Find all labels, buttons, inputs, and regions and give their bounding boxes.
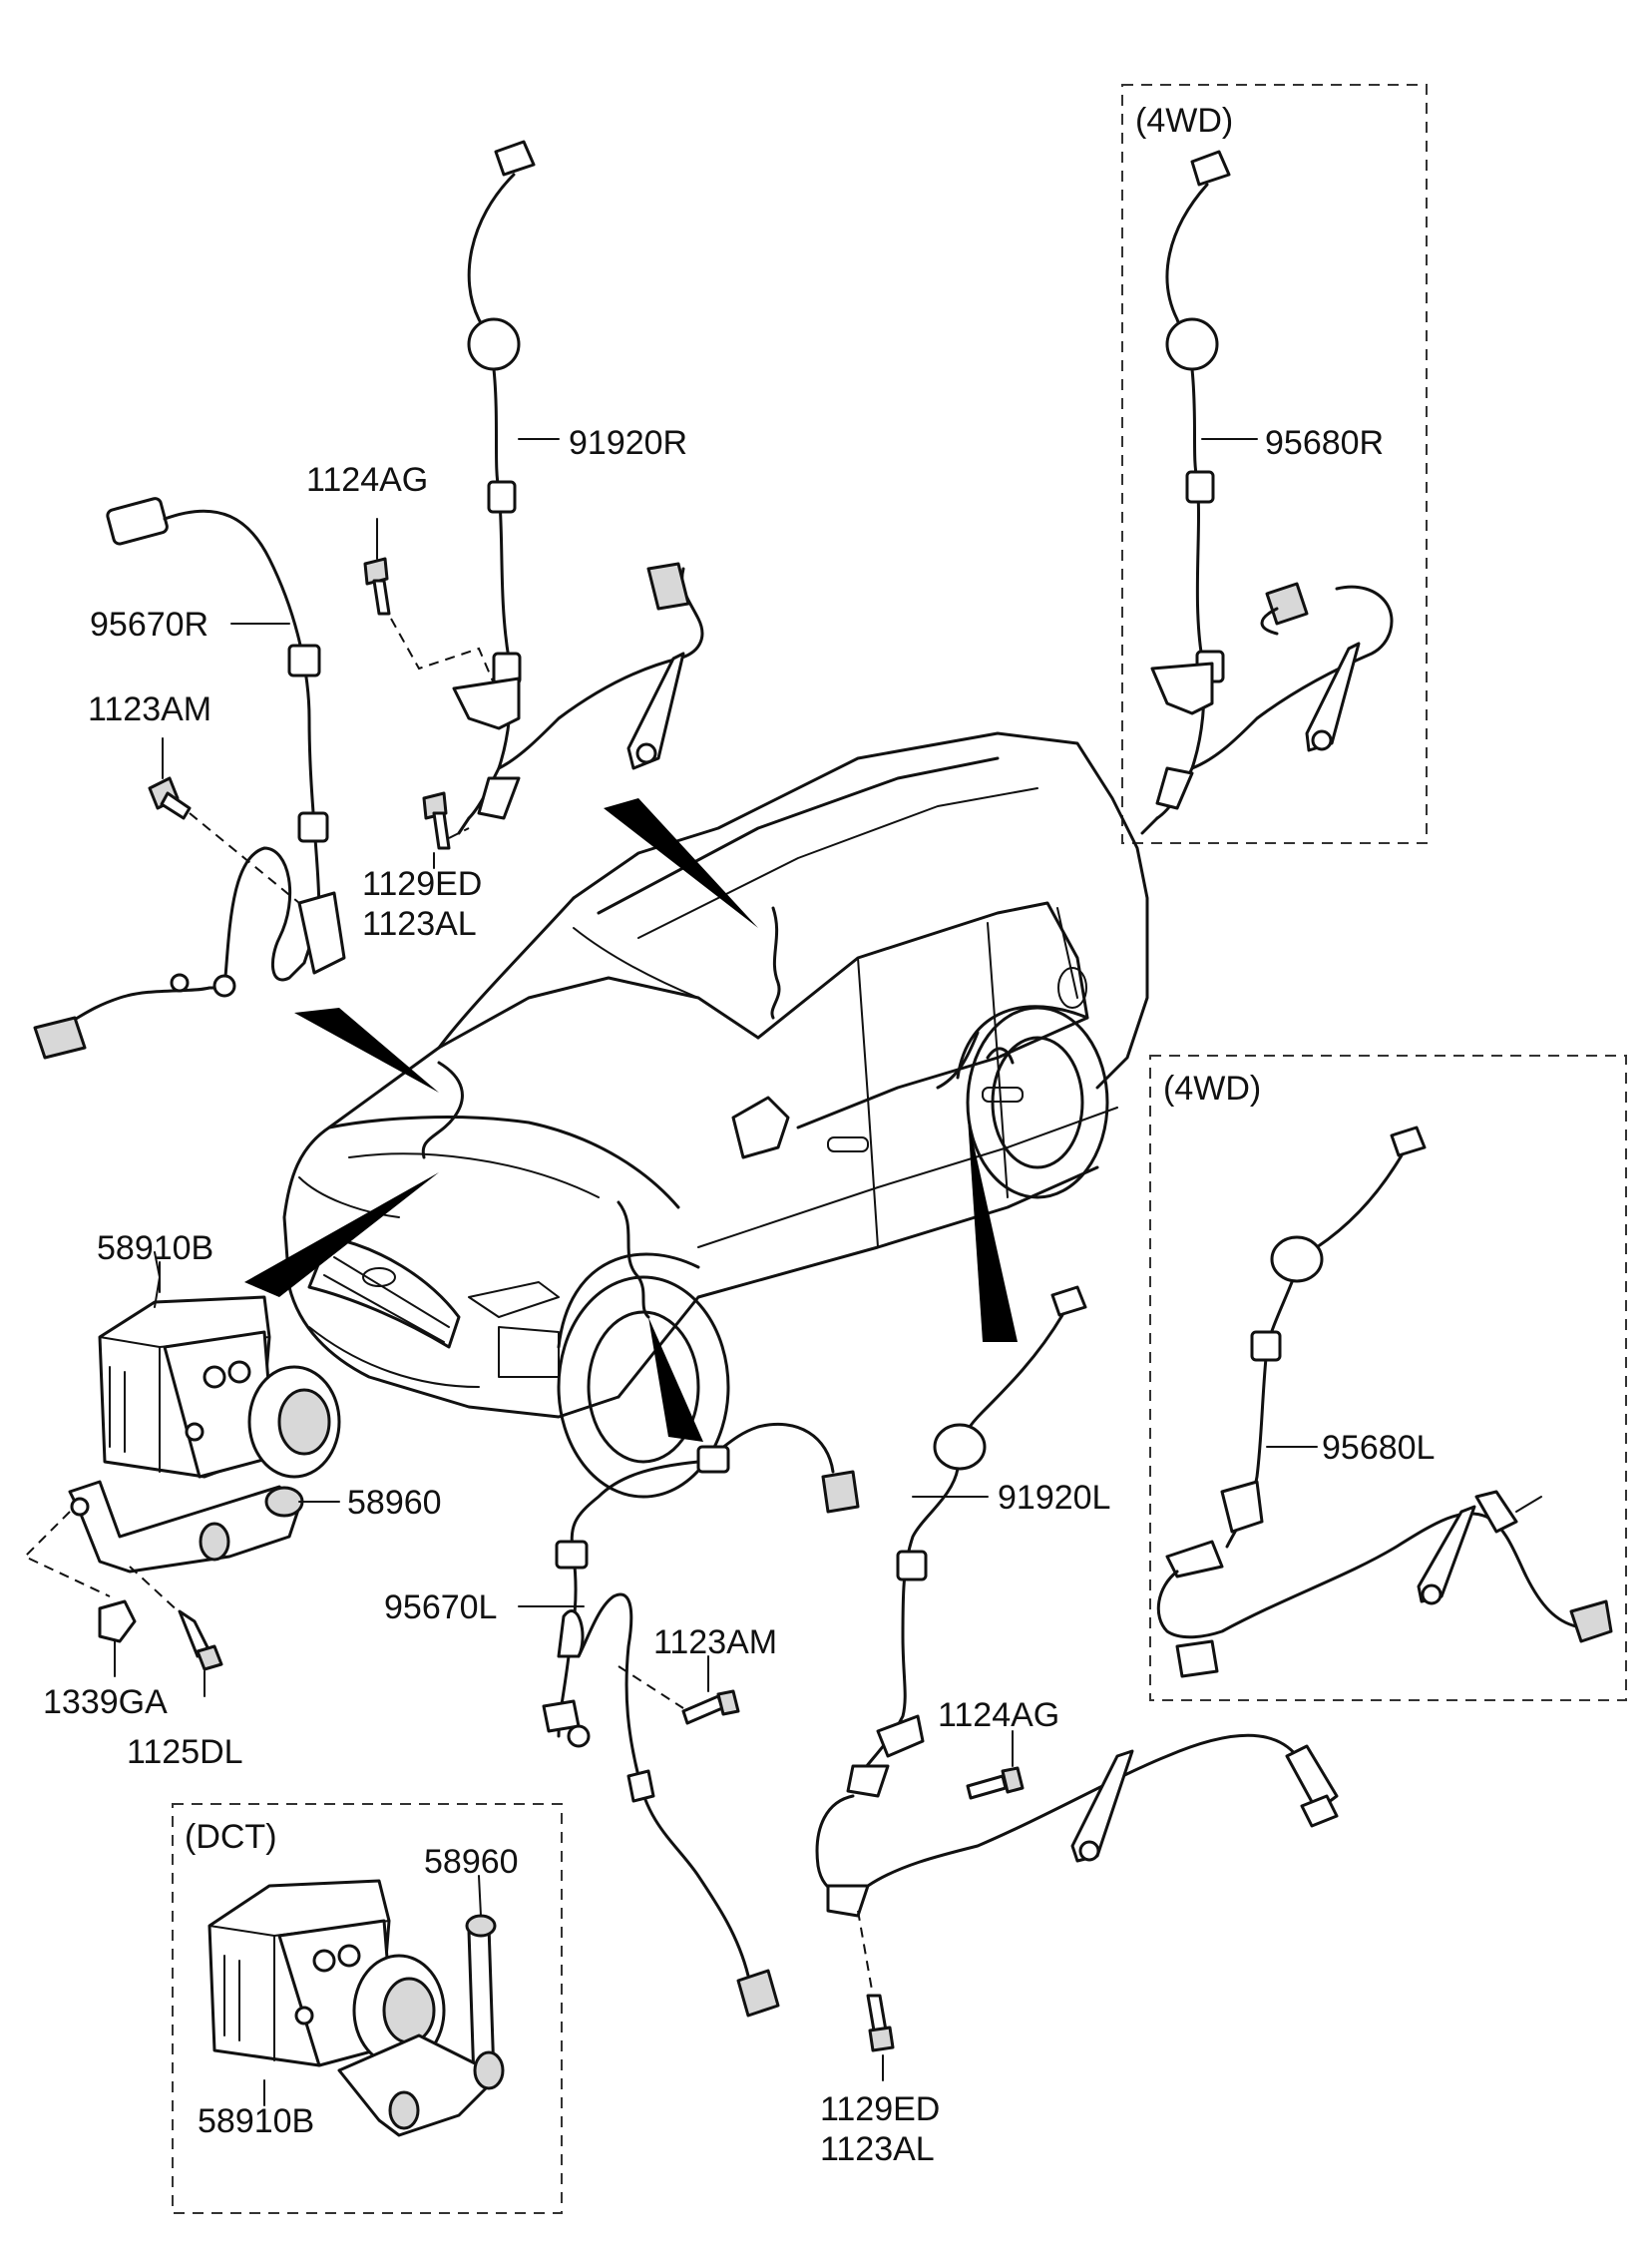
hecu-dct [207, 1879, 446, 2067]
label-95680l: 95680L [1322, 1429, 1435, 1467]
part-labels: 91920R 1124AG 95670R 1123AM 1129ED 1123A… [43, 424, 1435, 2168]
label-1129ed-bottom: 1129ED [820, 2090, 940, 2128]
label-91920r: 91920R [569, 424, 687, 462]
group-label-4wd-right: (4WD) [1163, 1070, 1261, 1108]
bracket-58960-dct [337, 1875, 505, 2137]
label-58960-dct: 58960 [424, 1843, 519, 1881]
label-1124ag-top: 1124AG [306, 461, 428, 499]
vehicle-harness-marks [421, 906, 1015, 1319]
label-95670l: 95670L [384, 1588, 497, 1626]
label-1123am-top: 1123AM [88, 690, 211, 728]
label-91920l: 91920L [998, 1479, 1110, 1517]
group-box-dct: (DCT) [172, 1803, 563, 2214]
label-1123am-bottom: 1123AM [653, 1623, 777, 1661]
harness-95680r [1140, 150, 1394, 835]
label-1123al-top: 1123AL [362, 905, 477, 943]
bolt-1124ag-bottom [966, 1730, 1025, 1800]
bolt-1125dl [178, 1609, 223, 1697]
harness-95680l [1156, 1126, 1613, 1678]
bolt-1129ed-bottom [857, 1910, 895, 2081]
vehicle-illustration [282, 731, 1149, 1499]
label-1125dl: 1125DL [127, 1733, 243, 1771]
group-label-dct: (DCT) [185, 1818, 277, 1856]
sensor-95670l [542, 1422, 860, 2018]
bolt-1123am-bottom [618, 1655, 740, 1725]
label-95680r: 95680R [1265, 424, 1384, 462]
label-58910b-dct: 58910B [198, 2102, 314, 2140]
label-1123al-bottom: 1123AL [820, 2130, 935, 2168]
pointer-wedges [244, 798, 1018, 1442]
label-1124ag-bottom: 1124AG [938, 1696, 1059, 1734]
bracket-58960-main [23, 1480, 340, 1627]
group-box-4wd-right: (4WD) [1149, 1055, 1627, 1701]
harness-91920r [452, 140, 704, 835]
label-1339ga: 1339GA [43, 1683, 168, 1721]
harness-91920l [815, 1285, 1339, 1918]
hecu-58910b-main [98, 1251, 341, 1479]
label-1129ed-top: 1129ED [362, 865, 482, 903]
group-label-4wd-top: (4WD) [1135, 102, 1233, 140]
label-58960-main: 58960 [347, 1484, 442, 1522]
bolt-1124ag-top [363, 518, 495, 684]
nut-1339ga [98, 1599, 137, 1677]
sensor-95670r [33, 497, 346, 1060]
bolt-1129ed-top [422, 791, 470, 869]
leader-lines [159, 438, 1318, 2106]
group-box-4wd-top: (4WD) [1121, 84, 1428, 844]
label-95670r: 95670R [90, 606, 208, 644]
label-58910b-main: 58910B [97, 1229, 213, 1267]
bolt-1123am-top [148, 737, 300, 904]
